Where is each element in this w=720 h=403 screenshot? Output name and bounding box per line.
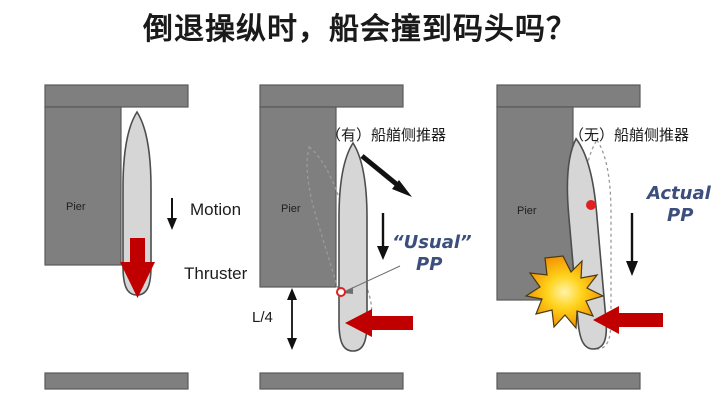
panel-2-diagram — [259, 84, 413, 390]
panel-without-bow-thruster: （无）船艏侧推器 Pier Actual PP — [475, 70, 715, 403]
motion-arrow — [626, 213, 638, 276]
thruster-arrow — [120, 238, 155, 298]
bottom-bar — [259, 372, 404, 390]
pier-top-bar — [44, 84, 189, 108]
pp-leader-line — [345, 265, 401, 292]
panel-with-bow-thruster: （有）船艏侧推器 Pier “Usual” PP L/4 — [240, 70, 480, 403]
pier-label: Pier — [281, 203, 301, 215]
dimension-arrow — [287, 288, 297, 350]
usual-pp-label-line1: “Usual” — [392, 232, 472, 253]
actual-pp-label-line1: Actual — [647, 183, 711, 204]
pier-label: Pier — [66, 201, 86, 213]
pier-block — [259, 106, 337, 288]
thruster-label: Thruster — [184, 264, 248, 283]
dimension-label: L/4 — [252, 309, 273, 326]
pier-block — [44, 106, 122, 266]
motion-arrow — [167, 198, 177, 230]
page-title: 倒退操纵时，船会撞到码头吗？ — [143, 12, 577, 47]
pier-top-bar — [259, 84, 404, 108]
pier-top-bar — [496, 84, 641, 108]
pier-label: Pier — [517, 205, 537, 217]
bottom-bar — [496, 372, 641, 390]
pivot-point-ring — [336, 287, 346, 297]
panel-heading: （有）船艏侧推器 — [326, 126, 447, 144]
ship-hull — [338, 141, 368, 352]
thruster-arrow — [345, 309, 413, 337]
panel-3-diagram — [496, 84, 663, 390]
pivot-point-dot — [586, 200, 596, 210]
thruster-arrow — [593, 306, 663, 334]
actual-pp-label-line2: PP — [667, 205, 694, 226]
panel-heading: （无）船艏侧推器 — [569, 126, 690, 144]
motion-arrow — [377, 213, 389, 260]
collision-burst — [524, 255, 605, 330]
usual-pp-label-line2: PP — [416, 254, 443, 275]
callout-arrow — [360, 154, 412, 197]
bottom-bar — [44, 372, 189, 390]
panel-baseline: Pier Motion Thruster — [20, 70, 260, 403]
panel-1-diagram — [44, 84, 189, 390]
motion-label: Motion — [190, 200, 242, 219]
